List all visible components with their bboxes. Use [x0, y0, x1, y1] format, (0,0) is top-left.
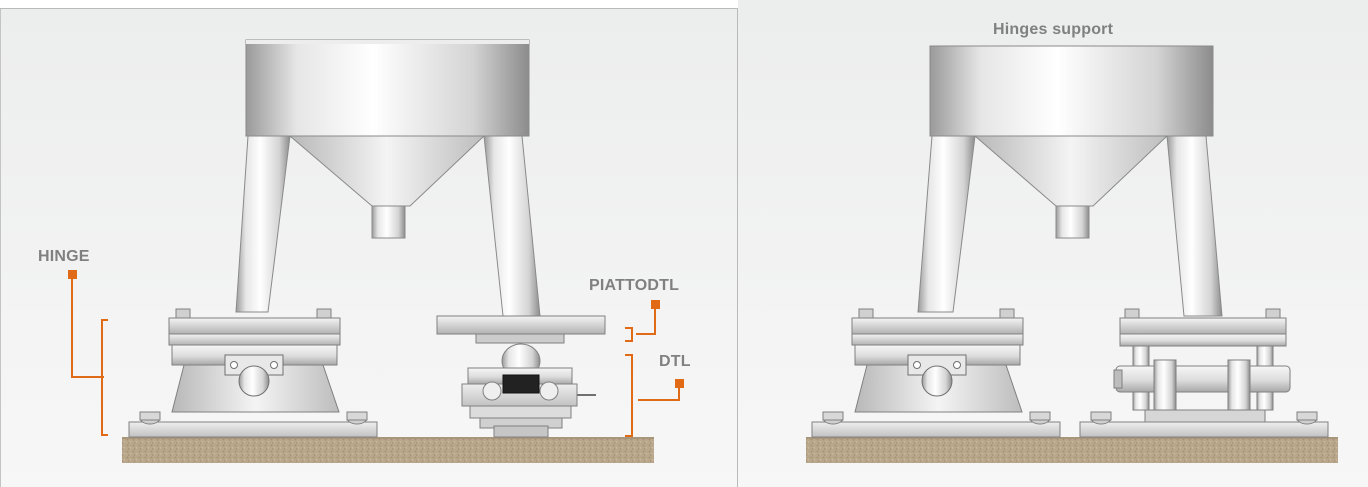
panel-top-border	[0, 0, 738, 9]
hinge-callout-marker	[68, 270, 77, 279]
right-hinge-assembly	[811, 308, 1061, 438]
panel-left-border	[0, 9, 1, 487]
hinge-label: HINGE	[38, 248, 90, 265]
dtl-callout	[625, 354, 680, 437]
hinge-callout	[71, 275, 108, 436]
plate-callout-marker	[651, 300, 660, 309]
left-ground	[122, 437, 654, 463]
right-ground	[806, 437, 1338, 463]
right-silo	[917, 45, 1223, 317]
dtl-load-cell	[461, 343, 596, 438]
dtl-label: DTL	[659, 353, 691, 370]
dtl-plate	[436, 315, 606, 344]
hinge-support-assembly	[1079, 308, 1329, 438]
dtl-callout-marker	[675, 379, 684, 388]
plate-callout	[625, 305, 656, 342]
left-silo	[235, 39, 541, 317]
hinge-assembly	[128, 308, 378, 438]
plate-label: PIATTODTL	[589, 277, 680, 294]
right-panel-title: Hinges support	[993, 21, 1114, 38]
